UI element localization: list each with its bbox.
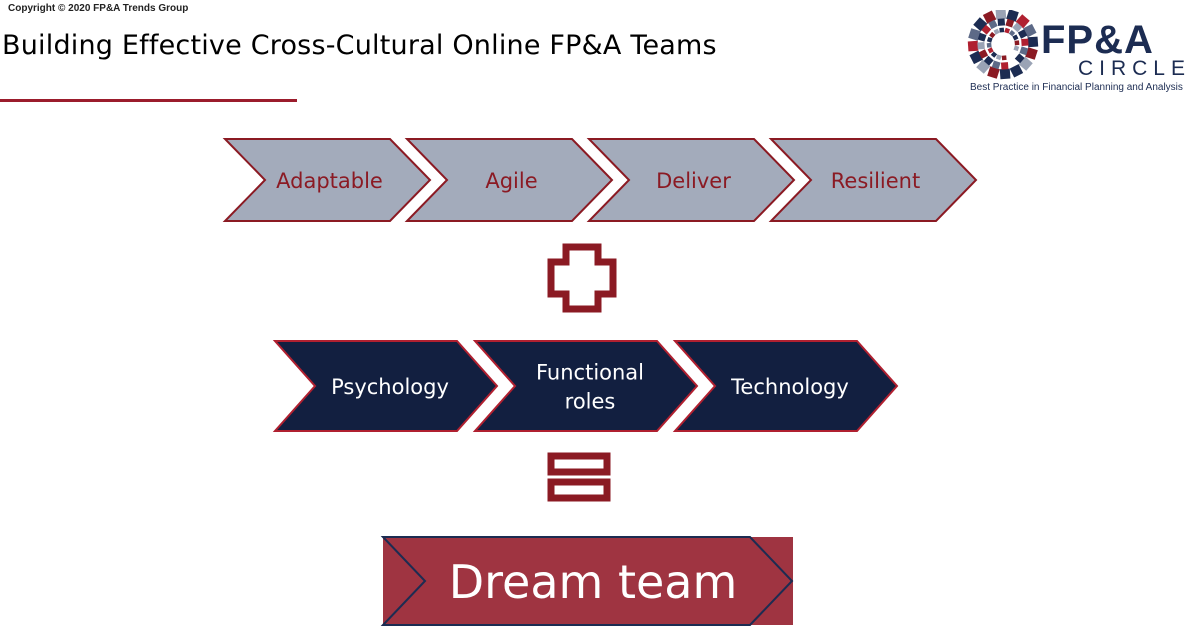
- trait-chevron-shape: [404, 138, 614, 222]
- pillar-chevron: Technology: [672, 340, 899, 432]
- traits-row: Adaptable Agile Deliver Resilient: [222, 138, 978, 222]
- plus-icon: [547, 243, 617, 313]
- pillar-chevron: Functional roles: [472, 340, 699, 432]
- trait-chevron-shape: [222, 138, 432, 222]
- copyright-notice: Copyright © 2020 FP&A Trends Group: [8, 3, 189, 14]
- trait-chevron-shape: [768, 138, 978, 222]
- logo-tagline: Best Practice in Financial Planning and …: [970, 82, 1183, 93]
- fpa-circle-logo: FP&A CIRCLE Best Practice in Financial P…: [965, 10, 1195, 95]
- result-box: Dream team: [380, 536, 794, 626]
- result-label: Dream team: [449, 555, 738, 609]
- trait-label: Adaptable: [276, 169, 383, 193]
- logo-subname: CIRCLE: [1077, 57, 1191, 80]
- pillar-chevron-shape: [272, 340, 499, 432]
- pillar-chevron-shape: [472, 340, 699, 432]
- pillar-chevron-shape: [672, 340, 899, 432]
- pillar-label: Functional: [536, 361, 644, 385]
- equals-icon: [547, 452, 611, 502]
- trait-label: Deliver: [656, 169, 731, 193]
- page-title: Building Effective Cross-Cultural Online…: [2, 30, 717, 61]
- pillar-label: Psychology: [331, 375, 449, 399]
- title-underline: [0, 99, 297, 102]
- pillars-row: Psychology Functional roles Technology: [272, 340, 899, 432]
- trait-chevron: Deliver: [586, 138, 796, 222]
- trait-chevron: Agile: [404, 138, 614, 222]
- trait-label: Agile: [485, 169, 537, 193]
- pillar-chevron: Psychology: [272, 340, 499, 432]
- trait-chevron: Resilient: [768, 138, 978, 222]
- pillar-label: roles: [565, 390, 616, 414]
- logo-name: FP&A: [1041, 18, 1154, 62]
- trait-chevron: Adaptable: [222, 138, 432, 222]
- trait-label: Resilient: [831, 169, 920, 193]
- pillar-label: Technology: [730, 375, 849, 399]
- logo-circle-icon: [967, 10, 1039, 80]
- trait-chevron-shape: [586, 138, 796, 222]
